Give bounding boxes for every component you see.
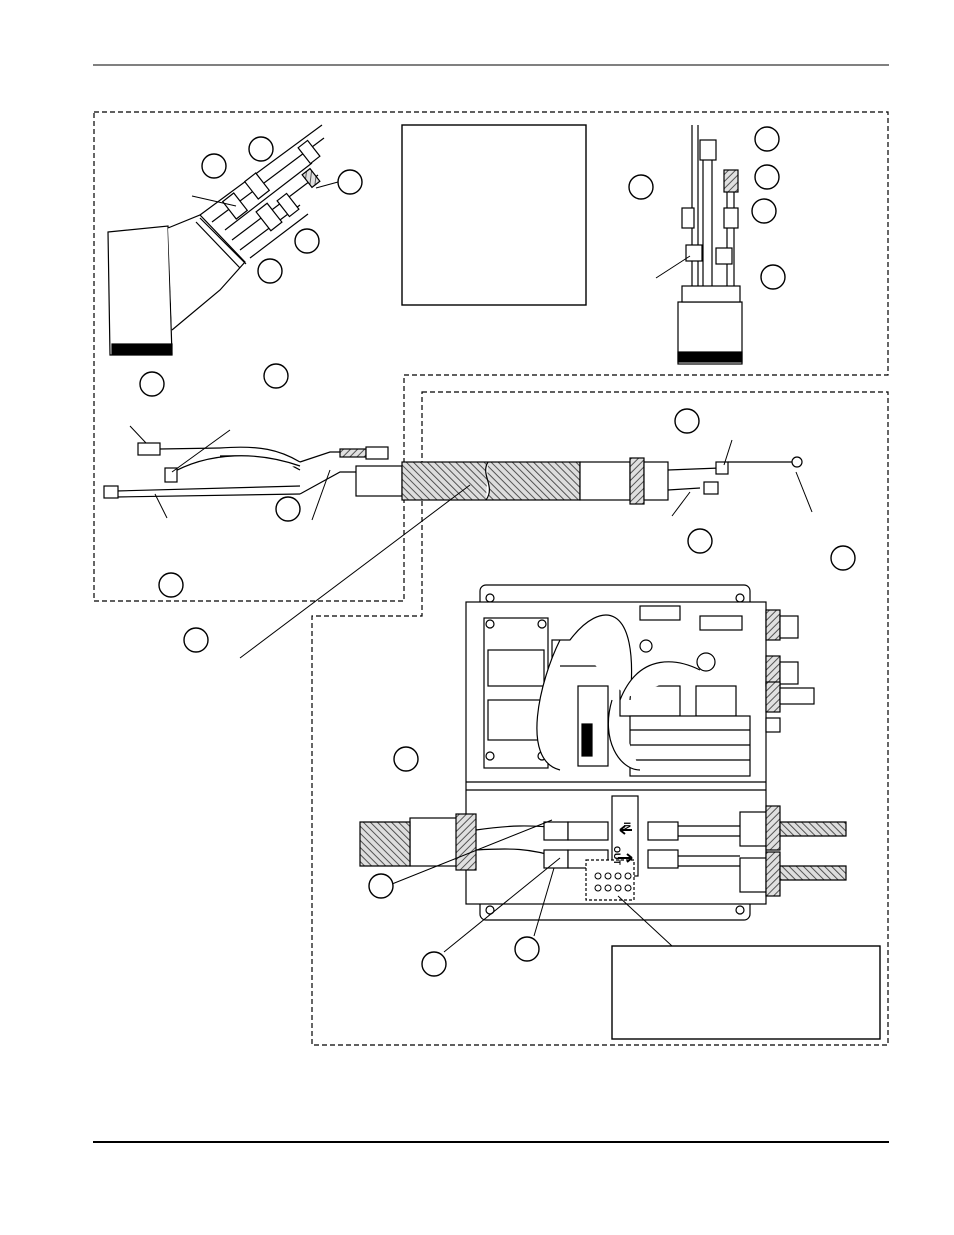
callout-bubble <box>275 496 301 522</box>
callout-bubble <box>263 363 289 389</box>
leader <box>795 471 813 513</box>
leader <box>655 255 691 279</box>
leader <box>315 181 339 189</box>
arrow-in-icon <box>619 825 632 835</box>
callout-bubble <box>514 936 540 962</box>
receptacle-box <box>359 584 847 921</box>
dashed-outline-lower <box>311 391 889 1046</box>
torch-lead-assembly <box>103 442 803 505</box>
leader <box>671 491 691 517</box>
leader <box>239 484 471 659</box>
callout-bubble <box>257 258 283 284</box>
callout-bubble <box>760 264 786 290</box>
arrow-label-in: IN <box>622 822 632 831</box>
arrow-label-out: OUT <box>612 846 622 866</box>
note-box-top <box>401 124 587 306</box>
leader <box>171 429 231 473</box>
callout-bubble <box>337 169 363 195</box>
torch-head-angled <box>107 124 325 356</box>
dashed-outline-upper <box>93 111 889 602</box>
callout-bubble <box>674 408 700 434</box>
terminal-dots <box>594 872 632 892</box>
callout-bubble <box>201 153 227 179</box>
callout-bubble <box>294 228 320 254</box>
leader <box>154 493 168 519</box>
callout-bubble <box>830 545 856 571</box>
leader <box>391 819 553 885</box>
arrow-out-icon <box>618 853 633 863</box>
leader <box>311 469 331 521</box>
callout-bubble <box>754 164 780 190</box>
leader <box>443 857 561 953</box>
note-box-bottom <box>611 945 881 1040</box>
leader <box>191 195 237 207</box>
callout-bubble <box>421 951 447 977</box>
callouts <box>139 126 856 977</box>
callout-bubble <box>687 528 713 554</box>
callout-bubble <box>183 627 209 653</box>
callout-bubble <box>139 371 165 397</box>
leader <box>533 867 555 937</box>
callout-bubble <box>628 174 654 200</box>
leader <box>129 425 147 444</box>
leader <box>617 895 673 947</box>
leader <box>723 439 733 466</box>
callout-bubble <box>754 126 780 152</box>
torch-head-straight <box>677 125 743 365</box>
callout-bubble <box>393 746 419 772</box>
callout-bubble <box>368 873 394 899</box>
callout-bubble <box>158 572 184 598</box>
callout-bubble <box>751 198 777 224</box>
callout-bubble <box>248 136 274 162</box>
